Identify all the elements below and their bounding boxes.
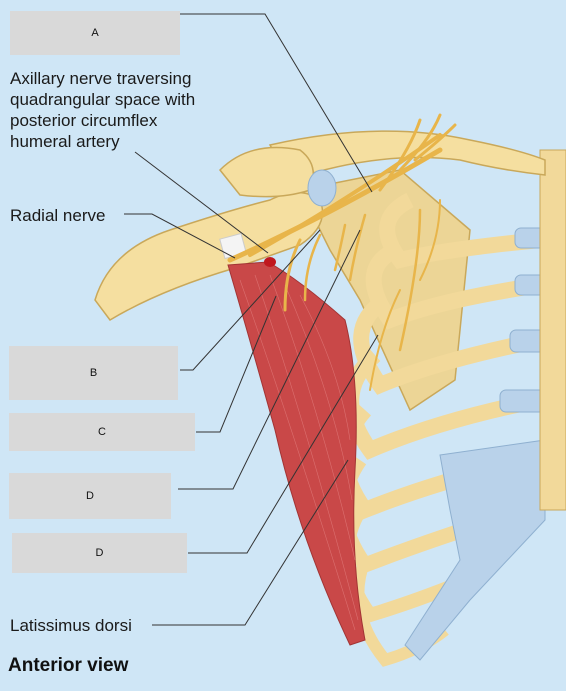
axillary-nerve-label: Axillary nerve traversing quadrangular s… bbox=[10, 69, 196, 151]
sternum bbox=[539, 149, 566, 511]
radial-nerve-label: Radial nerve bbox=[10, 206, 106, 225]
leader-lines bbox=[124, 13, 379, 626]
latissimus-dorsi-muscle bbox=[227, 261, 366, 646]
answer-box-d-lower[interactable]: D bbox=[12, 533, 187, 573]
answer-box-b[interactable]: B bbox=[9, 346, 178, 400]
acromion bbox=[218, 146, 315, 198]
glenoid bbox=[307, 169, 337, 207]
answer-box-d-upper[interactable]: D bbox=[9, 473, 171, 519]
muscle-striations bbox=[239, 274, 359, 631]
artery-dot bbox=[264, 257, 276, 267]
view-title: Anterior view bbox=[8, 655, 129, 676]
answer-box-c[interactable]: C bbox=[9, 413, 195, 451]
latissimus-dorsi-label: Latissimus dorsi bbox=[10, 616, 132, 635]
answer-box-a[interactable]: A bbox=[10, 11, 180, 55]
nerves bbox=[227, 113, 457, 391]
scapula bbox=[298, 169, 471, 412]
